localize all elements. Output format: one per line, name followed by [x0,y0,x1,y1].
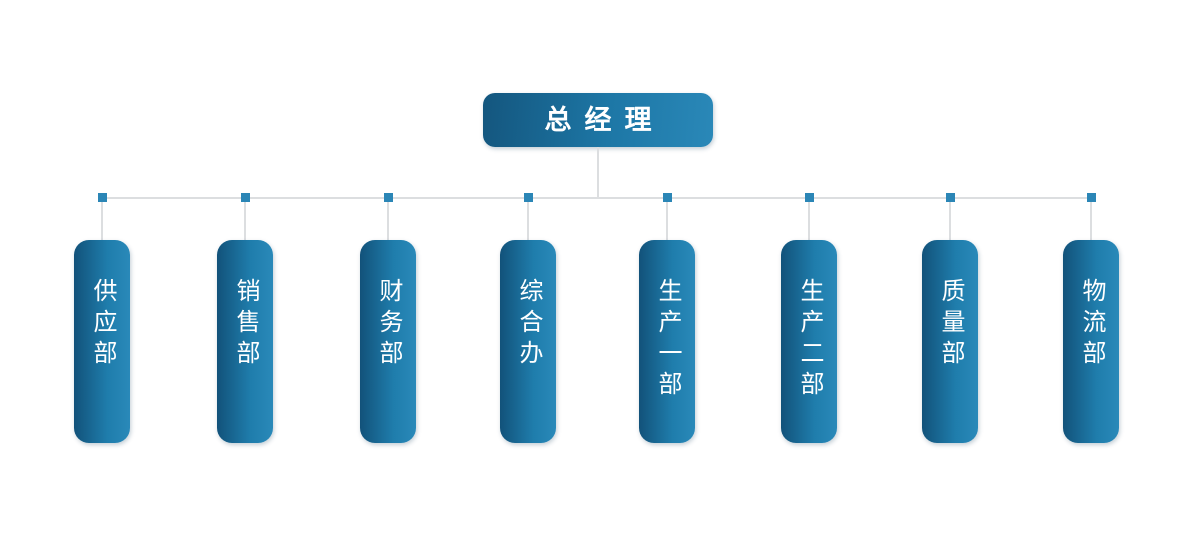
department-column-quality: 质量部 [922,193,978,443]
department-node-production-2: 生产二部 [781,240,837,443]
department-node-general-office: 综合办 [500,240,556,443]
department-node-supply: 供应部 [74,240,130,443]
department-node-production-1: 生产一部 [639,240,695,443]
department-label: 生产二部 [796,278,823,402]
department-label: 财务部 [375,278,402,371]
connector-line [244,202,246,240]
department-column-supply: 供应部 [74,193,130,443]
connector-square [662,193,672,202]
connector-line [666,202,668,240]
connector-line [808,202,810,240]
department-column-sales: 销售部 [217,193,273,443]
department-column-production-1: 生产一部 [639,193,695,443]
department-column-finance: 财务部 [360,193,416,443]
department-label: 物流部 [1078,278,1105,371]
department-label: 综合办 [515,278,542,371]
department-label: 销售部 [232,278,259,371]
connector-line [387,202,389,240]
connector-square [804,193,814,202]
connector-square [1086,193,1096,202]
connector-square [383,193,393,202]
connector-square [945,193,955,202]
department-column-general-office: 综合办 [500,193,556,443]
department-node-quality: 质量部 [922,240,978,443]
root-connector-line [597,147,599,198]
department-label: 供应部 [89,278,116,371]
root-node-general-manager: 总经理 [483,93,713,147]
department-node-logistics: 物流部 [1063,240,1119,443]
department-node-finance: 财务部 [360,240,416,443]
department-label: 质量部 [937,278,964,371]
department-node-sales: 销售部 [217,240,273,443]
connector-line [949,202,951,240]
department-column-production-2: 生产二部 [781,193,837,443]
department-column-logistics: 物流部 [1063,193,1119,443]
connector-square [240,193,250,202]
root-node-label: 总经理 [544,104,665,135]
connector-square [523,193,533,202]
connector-square [97,193,107,202]
connector-line [1090,202,1092,240]
horizontal-connector-line [102,197,1091,199]
connector-line [527,202,529,240]
department-label: 生产一部 [654,278,681,402]
connector-line [101,202,103,240]
